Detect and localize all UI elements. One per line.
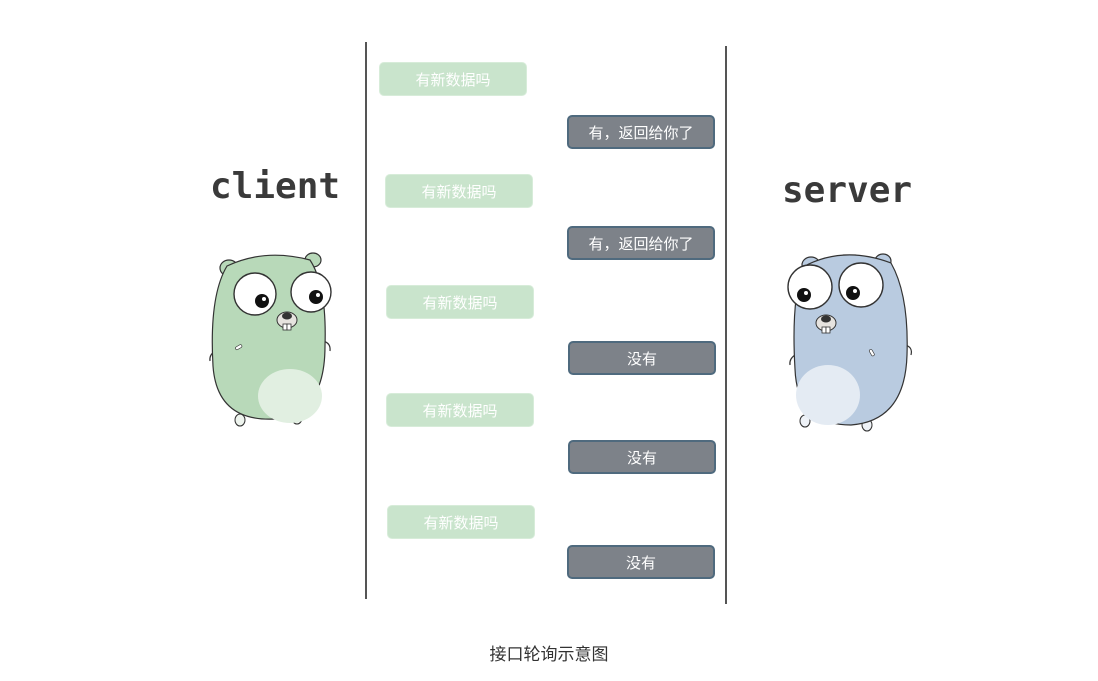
response-message: 没有	[567, 545, 715, 579]
server-gopher-icon	[787, 253, 912, 432]
request-message: 有新数据吗	[379, 62, 527, 96]
response-message: 有，返回给你了	[567, 115, 715, 149]
request-message: 有新数据吗	[386, 285, 534, 319]
request-message: 有新数据吗	[385, 174, 533, 208]
response-message: 没有	[568, 440, 716, 474]
request-message: 有新数据吗	[386, 393, 534, 427]
response-message: 有，返回给你了	[567, 226, 715, 260]
request-message: 有新数据吗	[387, 505, 535, 539]
response-message: 没有	[568, 341, 716, 375]
client-lifeline	[365, 42, 367, 599]
client-gopher-icon	[209, 252, 332, 427]
server-lifeline	[725, 46, 727, 604]
diagram-caption: 接口轮询示意图	[489, 645, 609, 665]
server-label: server	[782, 170, 913, 211]
client-label: client	[210, 166, 341, 207]
